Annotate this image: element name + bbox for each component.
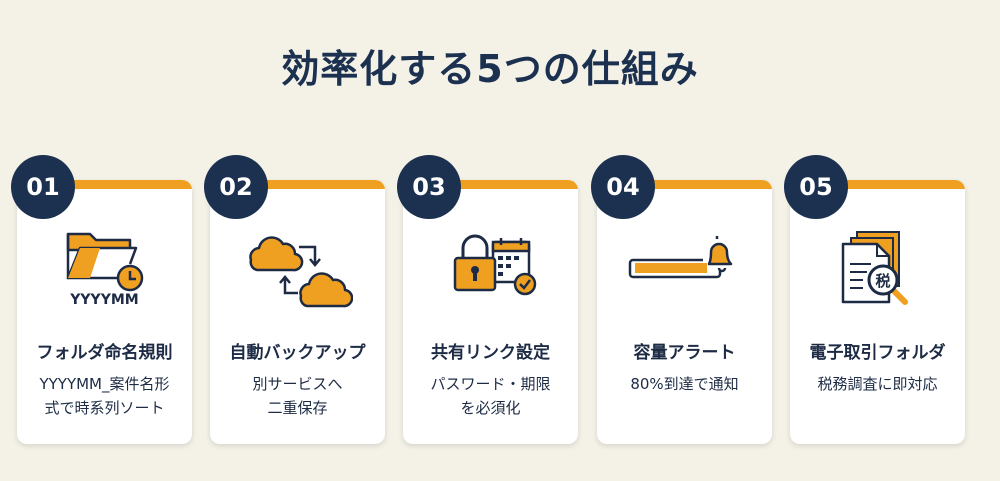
step-number-badge: 01 [11,155,75,219]
step-number-badge: 05 [784,155,848,219]
capacity-fill [634,263,707,273]
capacity-bell-icon [597,230,772,330]
step-number-badge: 02 [204,155,268,219]
card-title: 電子取引フォルダ [809,343,946,363]
card-auto-backup: 自動バックアップ 別サービスへ 二重保存 [210,180,385,444]
folder-clock-icon [17,230,192,330]
card-title: 共有リンク設定 [431,343,550,363]
card-capacity-alert: 容量アラート 80%到達で通知 [597,180,772,444]
card-accent-bar [17,180,192,189]
card-share-link: 共有リンク設定 パスワード・期限 を必須化 [403,180,578,444]
card-accent-bar [790,180,965,189]
card-description: パスワード・期限 を必須化 [430,375,551,417]
lock-calendar-icon [403,230,578,330]
step-number-badge: 04 [591,155,655,219]
card-accent-bar [597,180,772,189]
card-description: YYYYMM_案件名形 式で時系列ソート [39,375,170,417]
icon-caption: YYYYMM [70,292,139,308]
page-title: 効率化する5つの仕組み [281,47,699,91]
card-folder-naming: YYYYMM フォルダ命名規則 YYYYMM_案件名形 式で時系列ソート [17,180,192,444]
cloud-sync-icon [210,230,385,330]
card-title: フォルダ命名規則 [36,343,173,363]
step-number-badge: 03 [397,155,461,219]
card-description: 80%到達で通知 [630,375,739,393]
card-accent-bar [403,180,578,189]
tax-glyph: 税 [875,272,890,290]
card-description: 別サービスへ 二重保存 [252,375,343,417]
card-title: 容量アラート [633,343,736,363]
card-description: 税務調査に即対応 [817,375,938,393]
card-title: 自動バックアップ [229,343,366,363]
tax-document-search-icon: 税 [790,230,965,330]
card-electronic-transactions: 税 電子取引フォルダ 税務調査に即対応 [790,180,965,444]
card-accent-bar [210,180,385,189]
